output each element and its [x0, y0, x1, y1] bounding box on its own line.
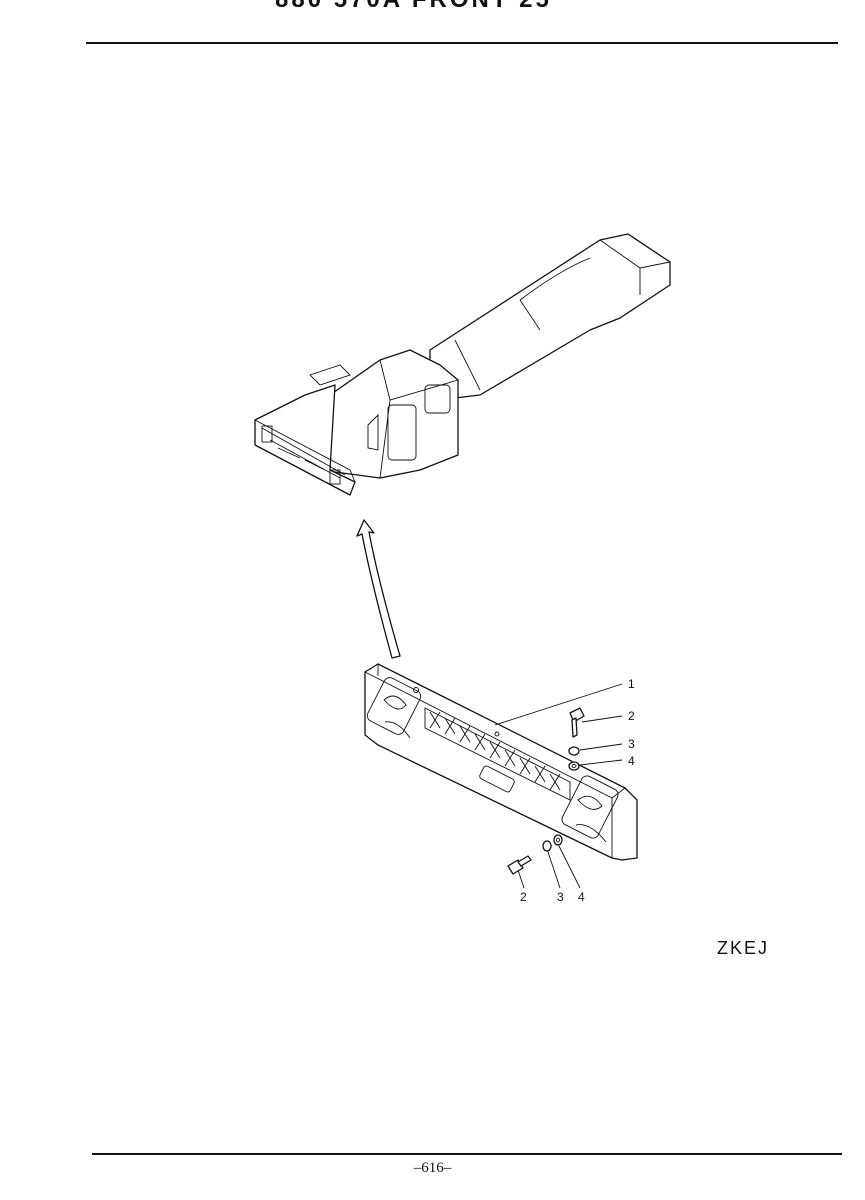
front-cover-part: [364, 663, 638, 861]
header-rule: [86, 42, 838, 44]
callout-4: 4: [628, 754, 635, 768]
callout-lower-3: 3: [557, 890, 564, 904]
callout-1: 1: [628, 677, 635, 691]
figure-code-label: ZKEJ: [717, 938, 770, 958]
leader-lines-upper: [494, 683, 623, 766]
callout-2: 2: [628, 709, 635, 723]
machine-overview-illustration: [254, 233, 671, 496]
assembly-arrow: [356, 519, 401, 659]
leader-lines-lower: [517, 845, 581, 889]
callout-lower-2: 2: [520, 890, 527, 904]
callout-lower-4: 4: [578, 890, 585, 904]
header-title-fragment: 880 570A FRONT 25: [275, 0, 552, 14]
hardware-lower: [507, 834, 563, 875]
hardware-upper: [568, 707, 585, 771]
callout-3: 3: [628, 737, 635, 751]
page-number: –616–: [413, 1160, 452, 1176]
footer-rule: [92, 1153, 842, 1155]
